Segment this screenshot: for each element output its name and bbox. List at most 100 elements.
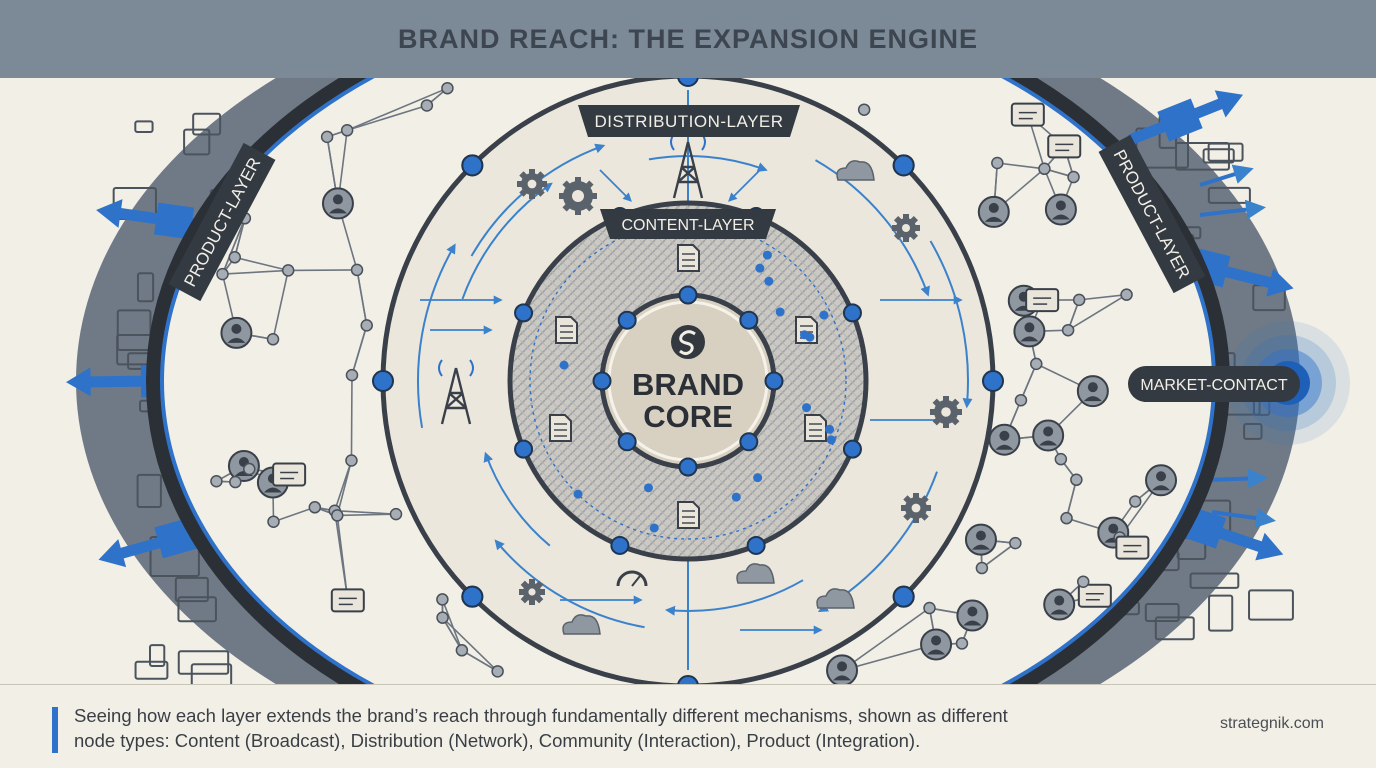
expansion-arrow-small — [1211, 508, 1276, 528]
network-node — [228, 251, 242, 264]
content-layer-tag: CONTENT-LAYER — [600, 209, 776, 239]
chat-bubble-icon — [1010, 102, 1045, 127]
expansion-arrow-head — [98, 539, 127, 568]
machine-part — [1207, 142, 1244, 162]
network-node — [1038, 162, 1051, 176]
machine-part — [192, 112, 222, 136]
user-avatar-body — [1083, 396, 1102, 402]
caption-text: Seeing how each layer extends the brand’… — [74, 703, 1154, 753]
chat-bubble-icon — [272, 462, 307, 487]
network-node — [1128, 495, 1142, 508]
network-node — [1070, 473, 1083, 487]
network-node — [216, 267, 229, 281]
machine-part — [149, 644, 166, 667]
community-network — [210, 81, 1178, 684]
expansion-arrow-head — [66, 367, 91, 397]
network-link — [222, 269, 289, 275]
gear-icon — [519, 579, 545, 605]
network-node — [1030, 357, 1043, 371]
gauge-icon — [616, 570, 648, 587]
user-avatar-body — [263, 487, 282, 493]
expansion-arrow-small — [1199, 164, 1254, 187]
network-link — [841, 607, 930, 672]
chat-bubble-icon — [1077, 583, 1112, 608]
network-link — [346, 104, 428, 132]
user-avatar-body — [984, 216, 1003, 222]
market-contact-indicator: MARKET-CONTACT — [1128, 321, 1350, 445]
gear-icon — [930, 396, 962, 428]
machine-part — [1189, 572, 1240, 589]
brand-core-label-line2: CORE — [643, 399, 733, 434]
ring-node — [739, 310, 759, 330]
user-avatar-body — [227, 337, 246, 343]
content-dot — [805, 332, 815, 342]
gear-icon — [901, 493, 931, 523]
cloud-icon — [736, 563, 775, 584]
network-node — [308, 501, 322, 514]
network-node — [436, 593, 449, 606]
network-link — [997, 162, 1045, 170]
content-dot — [826, 435, 836, 445]
user-avatar-head — [1156, 471, 1167, 482]
user-avatar-head — [1043, 426, 1054, 437]
network-node — [857, 103, 871, 116]
site-credit: strategnik.com — [1219, 715, 1324, 732]
ring-node — [892, 585, 915, 608]
network-link — [442, 617, 499, 672]
connector-block — [153, 202, 195, 240]
chat-bubble-icon — [330, 588, 365, 613]
machine-part — [1207, 186, 1251, 204]
user-avatar-body — [1039, 440, 1058, 446]
cloud-icon — [562, 614, 601, 635]
flow-arc-arrow — [664, 579, 804, 616]
machine-part — [1144, 602, 1180, 623]
network-link — [221, 217, 246, 275]
network-link — [441, 599, 463, 651]
ring-node — [610, 535, 630, 555]
network-node — [1060, 511, 1073, 525]
network-link — [233, 218, 246, 258]
user-avatar-head — [931, 635, 942, 646]
flow-arrow — [599, 169, 632, 202]
content-dot — [802, 403, 812, 413]
distribution-layer-tag: DISTRIBUTION-LAYER — [578, 105, 800, 137]
chat-bubble-icon — [1115, 535, 1150, 560]
machine-part — [136, 272, 155, 303]
chat-bubble-icon — [1025, 288, 1060, 313]
network-node — [455, 644, 469, 657]
network-node — [420, 99, 434, 112]
gear-icon — [559, 177, 597, 215]
content-dot — [764, 276, 774, 286]
network-node — [1009, 536, 1022, 550]
market-contact-label: MARKET-CONTACT — [1140, 377, 1287, 394]
network-node — [1072, 293, 1086, 307]
flow-arc-arrow — [648, 155, 768, 172]
distribution-layer-label: DISTRIBUTION-LAYER — [594, 112, 783, 131]
user-avatar-body — [1020, 336, 1039, 342]
network-node — [1061, 323, 1075, 337]
machine-part — [190, 663, 233, 684]
network-node — [266, 333, 280, 346]
machine-part — [1243, 422, 1263, 440]
user-avatar-body — [995, 444, 1014, 450]
user-avatar-body — [328, 208, 347, 214]
ring-node — [514, 439, 534, 459]
machine-part — [1202, 148, 1235, 164]
user-avatar-head — [999, 430, 1010, 441]
network-node — [975, 561, 989, 575]
flow-arc-arrow — [814, 159, 930, 297]
ring-node — [764, 371, 784, 391]
network-link — [333, 510, 349, 601]
network-node — [955, 637, 969, 650]
ring-node — [461, 585, 484, 608]
content-dot — [825, 424, 835, 434]
content-dot — [559, 360, 569, 370]
flow-arc-arrow — [417, 243, 456, 429]
network-node — [436, 611, 449, 624]
content-dot — [762, 250, 772, 260]
machine-part — [1154, 616, 1195, 641]
network-link — [356, 269, 368, 326]
expansion-arrow-head — [1266, 268, 1294, 297]
flow-arrow — [728, 169, 761, 202]
